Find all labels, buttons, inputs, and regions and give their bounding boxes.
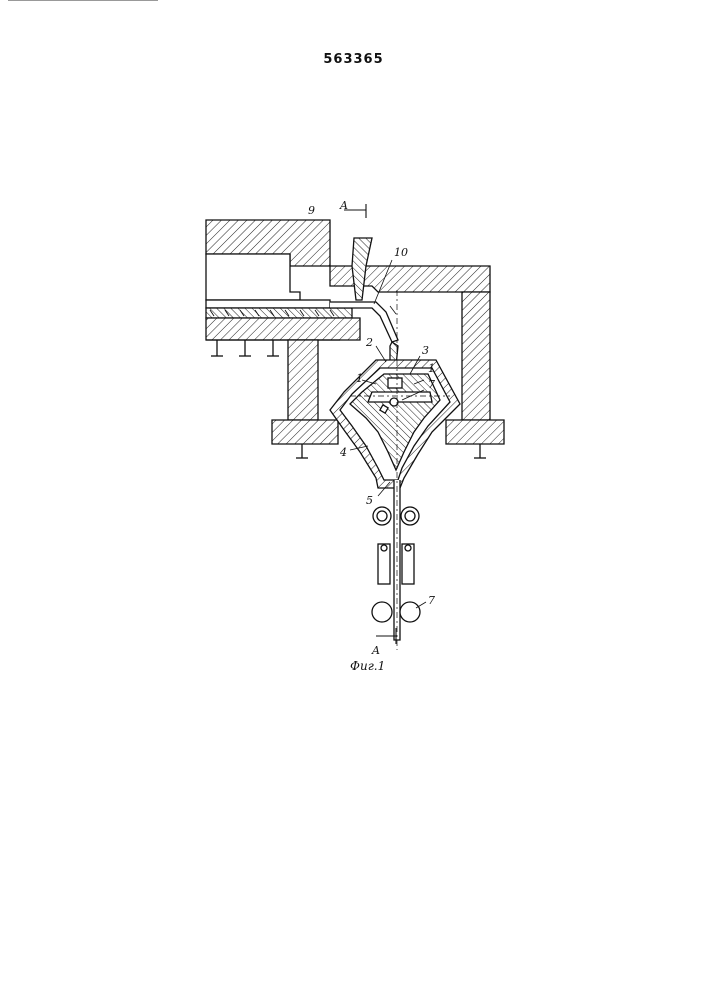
- label-3: 3: [422, 344, 429, 357]
- section-mark-a-bottom: A: [371, 644, 380, 657]
- label-1-left: 1: [356, 372, 363, 385]
- extruder-supports: [211, 340, 279, 356]
- label-2: 2: [365, 336, 373, 349]
- label-4: 4: [339, 446, 347, 459]
- extruder-housing-lower: [206, 254, 300, 300]
- base-left: [272, 420, 338, 444]
- extruder-screw: [206, 308, 352, 318]
- label-10: 10: [394, 246, 408, 259]
- label-7: 7: [428, 378, 435, 391]
- figure-caption: Фиг.1: [350, 659, 385, 673]
- extruder-base: [206, 318, 360, 340]
- roll-upper-left-inner: [377, 511, 387, 521]
- frame-left-column: [288, 340, 318, 420]
- mandrel-chamber: [368, 392, 432, 402]
- label-5: 5: [366, 494, 373, 507]
- label-1-right: 1: [428, 362, 435, 375]
- roll-upper-right-inner: [405, 511, 415, 521]
- roll-lower-right: [400, 602, 420, 622]
- label-7-roll: 7: [428, 594, 435, 607]
- label-9: 9: [308, 204, 315, 217]
- base-right: [446, 420, 504, 444]
- section-mark-a-top: A: [339, 199, 348, 212]
- element-1: [388, 378, 402, 388]
- roll-lower-left: [372, 602, 392, 622]
- frame-right-column: [462, 292, 490, 420]
- extruder-barrel: [206, 300, 330, 308]
